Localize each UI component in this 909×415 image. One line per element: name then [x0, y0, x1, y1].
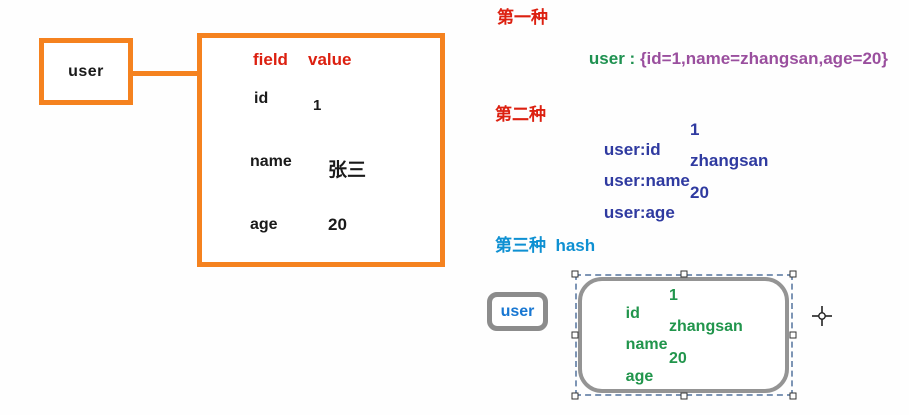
hash-row-field: age [625, 368, 654, 385]
selection-handle-ne[interactable] [789, 270, 797, 278]
user-key-shape: user [39, 38, 133, 105]
hash-row: id 1 [599, 287, 779, 359]
method2-entry: user:age 20 [585, 183, 815, 263]
table-row-field: id [254, 90, 269, 107]
hash-row-field: name [625, 336, 668, 353]
method1-value: {id=1,name=zhangsan,age=20} [639, 49, 888, 68]
selection-handle-sw[interactable] [571, 392, 579, 400]
hash-key-label: user [500, 302, 535, 320]
field-value-table-shape: field value id 1 name 张三 age 20 [197, 33, 445, 267]
hash-row-value: 1 [669, 287, 678, 304]
hash-row: age 20 [599, 350, 779, 415]
connector-line [131, 71, 199, 76]
method2-entry-value: zhangsan [690, 151, 769, 170]
hash-row: name zhangsan [599, 318, 779, 390]
selection-handle-e[interactable] [789, 331, 797, 339]
column-header-field: field [253, 50, 288, 69]
method1-line: user : {id=1,name=zhangsan,age=20} [570, 29, 888, 89]
table-row-value: 20 [328, 215, 347, 234]
column-header-value: value [308, 50, 352, 69]
table-row-value: 张三 [328, 160, 367, 181]
table-row-value: 1 [313, 97, 322, 114]
selection-handle-n[interactable] [680, 270, 688, 278]
table-row-field: name [250, 153, 292, 170]
method2-entry-key: user:name [603, 171, 690, 190]
method1-key: user : [588, 49, 640, 68]
method2-entry-key: user:age [603, 203, 675, 222]
method2-heading: 第二种 [495, 105, 546, 124]
method2-entry-value: 1 [690, 120, 700, 139]
method1-heading: 第一种 [497, 8, 548, 27]
method2-entry: user:name zhangsan [585, 151, 815, 231]
selection-handle-nw[interactable] [571, 270, 579, 278]
selection-handle-se[interactable] [789, 392, 797, 400]
selection-handle-s[interactable] [680, 392, 688, 400]
method3-heading: 第三种 hash [495, 236, 596, 255]
hash-row-value: zhangsan [669, 318, 743, 335]
crosshair-cursor-icon [812, 306, 832, 326]
hash-value-shape-selected[interactable]: id 1 name zhangsan age 20 [578, 277, 789, 393]
method2-entry: user:id 1 [585, 120, 815, 200]
table-row-field: age [250, 216, 278, 233]
method2-entry-key: user:id [603, 140, 661, 159]
hash-row-value: 20 [669, 350, 687, 367]
hash-row-field: id [625, 305, 640, 322]
hash-key-shape: user [487, 292, 548, 331]
selection-handle-w[interactable] [571, 331, 579, 339]
user-key-label: user [68, 62, 104, 80]
method2-entry-value: 20 [690, 183, 709, 202]
